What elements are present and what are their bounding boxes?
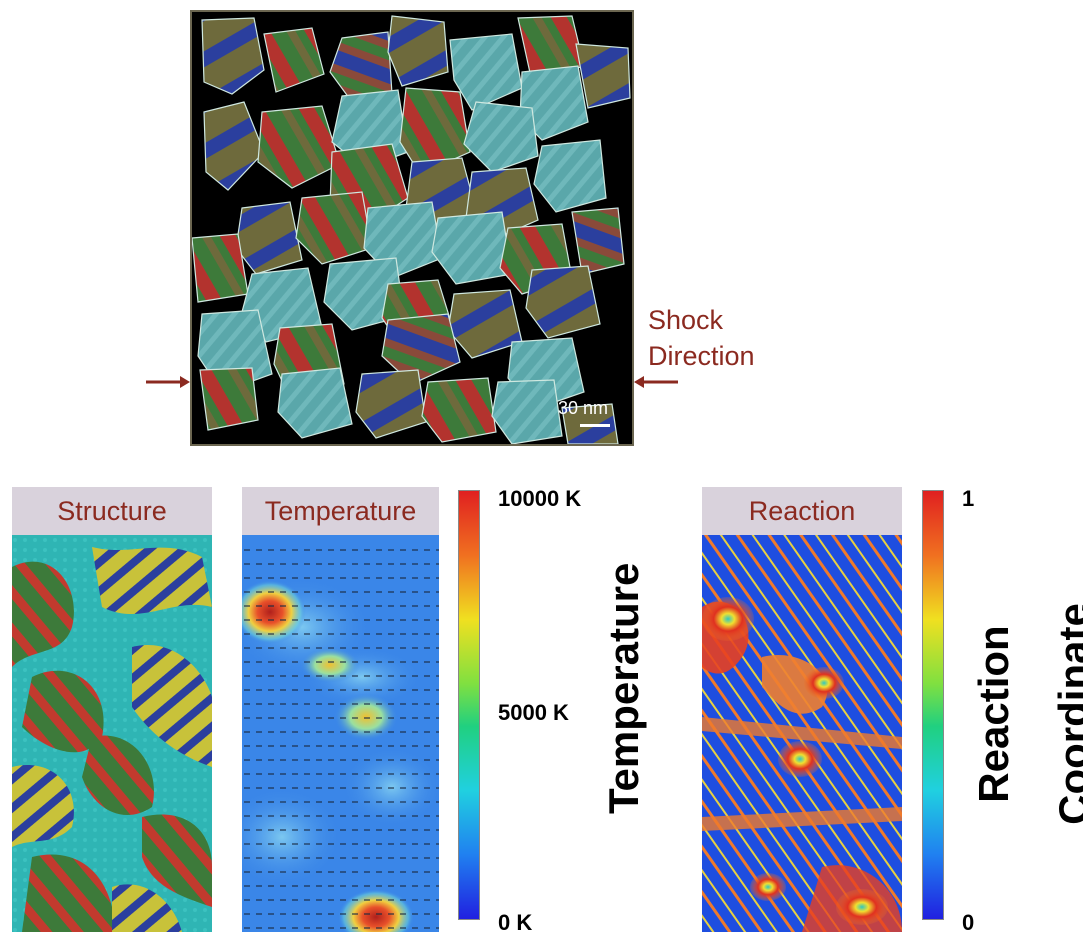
grain [235,201,303,275]
structure-map [12,535,212,932]
grain [277,367,353,439]
microstructure-panel [190,10,634,446]
grain [525,265,601,339]
grain-map [192,15,631,444]
grain [257,105,341,189]
shock-direction-label: Shock Direction [648,302,755,374]
grain [421,377,497,443]
shock-label-line2: Direction [648,341,755,371]
grain [199,367,259,431]
reaction-panel: Reaction [702,487,902,932]
temperature-map [242,535,439,932]
temperature-panel-title: Temperature [242,487,439,535]
shock-arrow-left-icon [634,376,678,388]
reaction-axis-title-line2: Coordinate [1050,603,1083,825]
grain [295,191,373,265]
grain [387,15,449,87]
scale-bar-label: 30 nm [558,398,609,418]
temperature-max-label: 10000 K [498,486,582,511]
reaction-panel-title: Reaction [702,487,902,535]
grain [192,233,249,303]
reaction-min-label: 0 [962,910,975,935]
grain [491,379,563,444]
temperature-panel: Temperature [242,487,439,932]
structure-panel-title: Structure [12,487,212,535]
shock-label-line1: Shock [648,305,724,335]
grain [463,101,539,173]
reaction-colorbar [922,490,944,920]
grain [449,33,523,111]
temperature-min-label: 0 K [498,910,533,935]
grain [381,313,461,385]
reaction-map [702,535,902,932]
reaction-axis-title-line1: Reaction [970,625,1017,803]
grain [355,369,427,439]
temperature-mid-label: 5000 K [498,700,569,725]
reaction-max-label: 1 [962,486,975,511]
temperature-axis-title: Temperature [600,562,647,814]
grain [431,211,513,285]
grain [201,17,265,95]
grain [571,207,625,275]
grain [263,27,325,93]
grain [575,43,631,109]
shock-arrow-right-icon [146,376,190,388]
grain [533,139,607,213]
temperature-colorbar [458,490,480,920]
grain [203,101,265,191]
scale-bar [580,424,610,427]
structure-panel: Structure [12,487,212,932]
